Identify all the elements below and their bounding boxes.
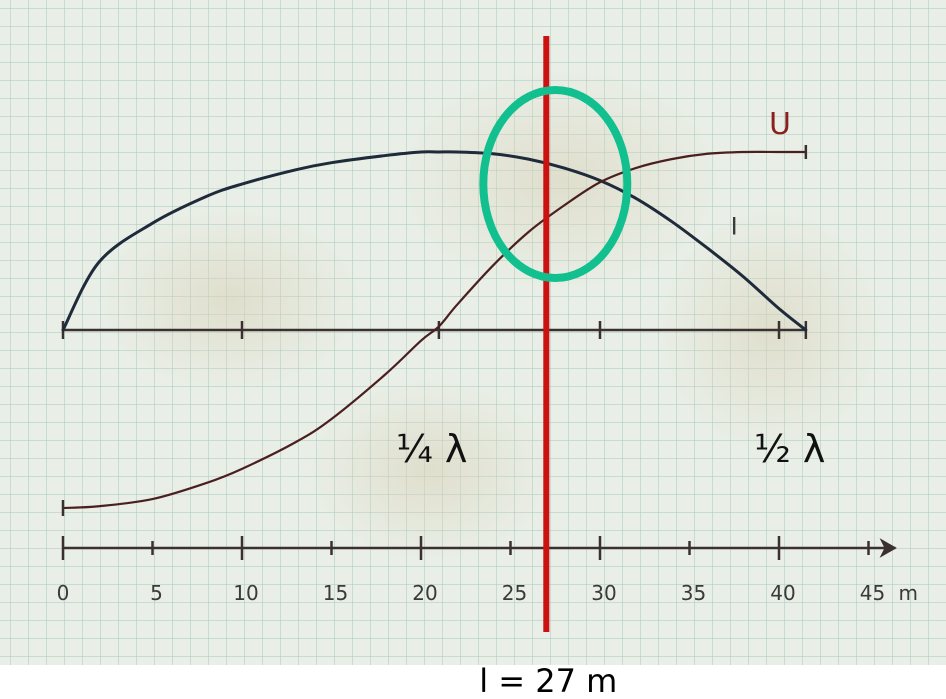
- x-axis-arrowhead: [879, 538, 897, 558]
- x-tick-label: 15: [323, 581, 348, 605]
- x-tick-label: 25: [502, 581, 527, 605]
- curves: [61, 145, 808, 516]
- x-tick-label: 0: [57, 581, 70, 605]
- intersection-highlight-ellipse: [479, 86, 632, 282]
- series-label-i: I: [731, 212, 738, 240]
- x-tick-label: 40: [770, 581, 795, 605]
- x-tick-label: 45: [860, 581, 885, 605]
- bottom-margin: [0, 665, 946, 699]
- quarter-wavelength-label: ¼ λ: [396, 427, 467, 471]
- x-tick-label: 5: [150, 581, 163, 605]
- x-tick-label: 30: [591, 581, 616, 605]
- x-tick-label: 20: [412, 581, 437, 605]
- series-line-i: [61, 150, 808, 332]
- x-axis-unit-label: m: [899, 581, 918, 605]
- series-line-u: [61, 150, 807, 510]
- series-label-u: U: [769, 107, 791, 142]
- length-marker-label: l = 27 m: [479, 662, 617, 699]
- x-tick-label: 10: [233, 581, 258, 605]
- x-tick-labels: 0 5 10 15 20 25 30 35 40 45 m: [57, 581, 918, 605]
- x-tick-label: 35: [681, 581, 706, 605]
- half-wavelength-label: ½ λ: [754, 427, 825, 471]
